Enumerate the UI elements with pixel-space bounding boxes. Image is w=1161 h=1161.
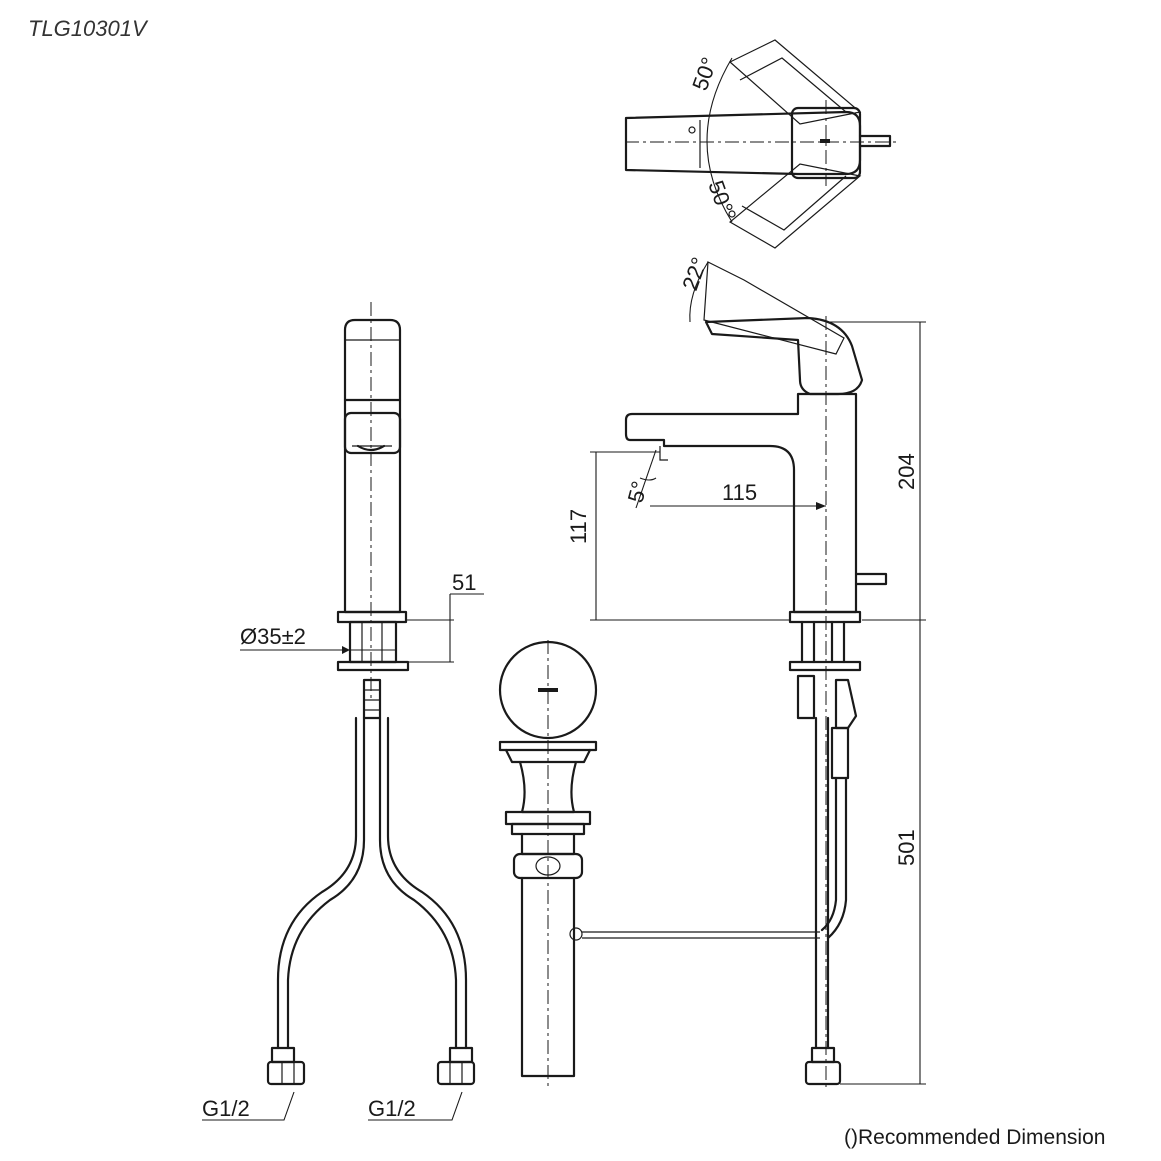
front-view: 51 Ø35±2 G1/2 G1/2 (202, 302, 484, 1121)
dim-reach: 115 (722, 480, 757, 505)
dim-hole-diameter: Ø35±2 (240, 624, 306, 649)
dim-base-height: 51 (452, 570, 476, 595)
side-view: 22° 5° 115 117 204 501 (566, 254, 926, 1090)
thread-right: G1/2 (368, 1096, 416, 1121)
top-view: 50° 50° (624, 39, 900, 249)
angle-lever: 22° (677, 254, 712, 294)
dim-hose-length: 501 (894, 829, 919, 866)
footnote: ()Recommended Dimension (844, 1126, 1105, 1149)
drain-view (498, 640, 820, 1090)
dim-spout-height: 117 (566, 509, 591, 544)
model-code: TLG10301V (28, 16, 149, 41)
thread-left: G1/2 (202, 1096, 250, 1121)
dim-total-height: 204 (894, 453, 919, 490)
angle-spout: 5° (623, 478, 653, 505)
